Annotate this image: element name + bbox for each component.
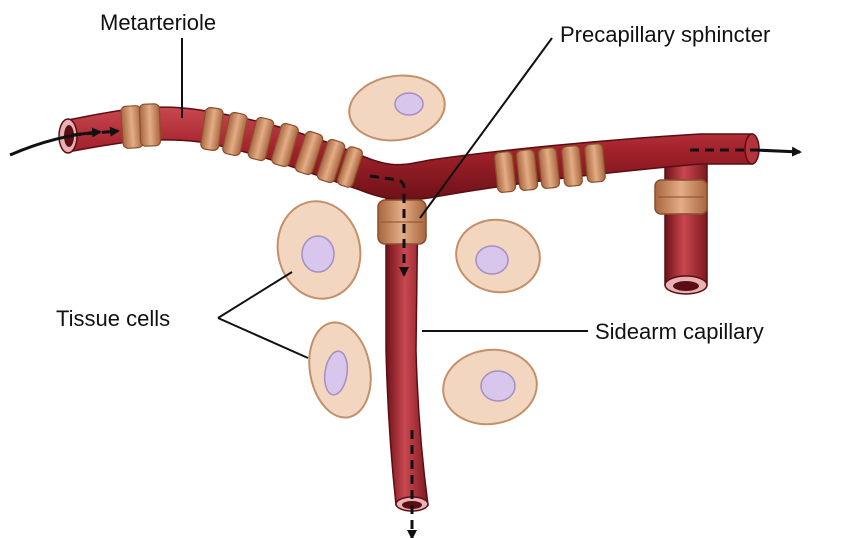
tissue-cell-right-lower [438, 344, 541, 430]
precapillary-sphincter-leader [420, 38, 552, 218]
tissue-cell-left-upper [269, 194, 370, 307]
label-metarteriole: Metarteriole [100, 10, 216, 35]
label-precapillary-sphincter: Precapillary sphincter [560, 22, 770, 47]
tissue-cells-leader-lower [218, 318, 308, 358]
tissue-cell-left-lower [302, 318, 378, 423]
label-sidearm-capillary: Sidearm capillary [595, 319, 764, 344]
outflow-arrow-head [755, 150, 800, 152]
tissue-cell-top [345, 70, 449, 147]
right-branch-vessel [655, 150, 707, 294]
nucleus [476, 246, 508, 274]
nucleus [302, 236, 334, 272]
tissue-cells-leader-upper [218, 272, 292, 318]
nucleus [395, 93, 423, 115]
label-tissue-cells: Tissue cells [56, 306, 170, 331]
nucleus [481, 371, 515, 401]
tissue-cell-right-upper [450, 213, 545, 298]
precapillary-sphincter-band [378, 200, 426, 244]
